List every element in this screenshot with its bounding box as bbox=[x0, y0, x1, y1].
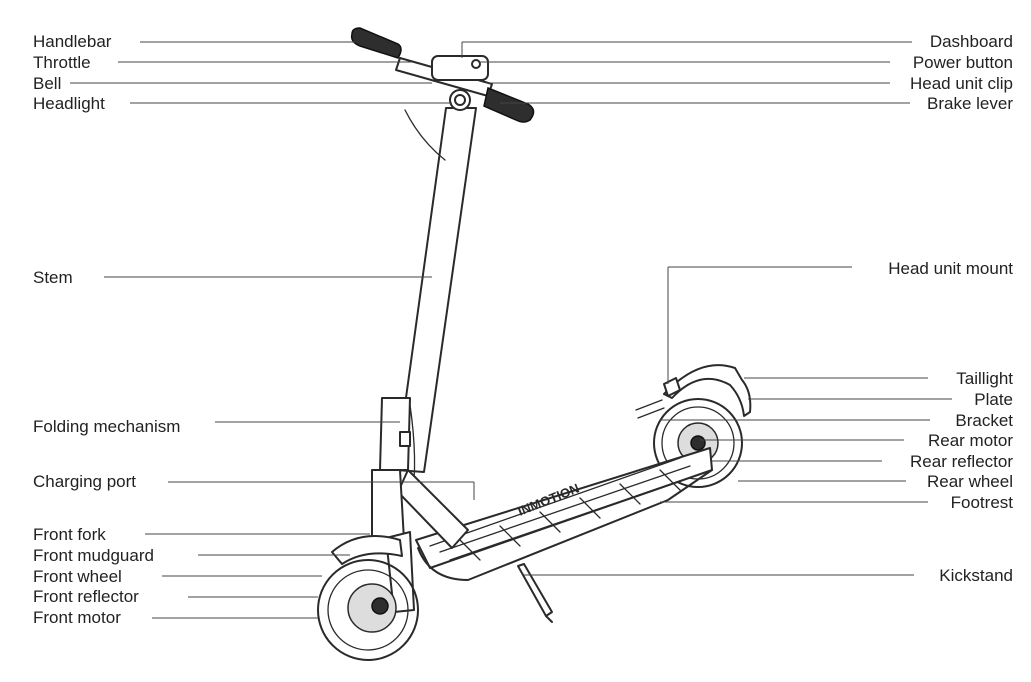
label-headlight: Headlight bbox=[33, 94, 105, 113]
kickstand-drawing bbox=[517, 563, 553, 623]
label-handlebar: Handlebar bbox=[33, 32, 112, 51]
label-front-mudguard: Front mudguard bbox=[33, 546, 154, 565]
label-front-reflector: Front reflector bbox=[33, 587, 139, 606]
front-mudguard-drawing bbox=[331, 535, 403, 565]
label-rear-wheel: Rear wheel bbox=[927, 472, 1013, 491]
label-head-unit-mount: Head unit mount bbox=[888, 259, 1013, 278]
scooter-illustration: INMOTION bbox=[317, 27, 752, 661]
label-taillight: Taillight bbox=[956, 369, 1013, 388]
label-front-motor: Front motor bbox=[33, 608, 121, 627]
handlebar-drawing bbox=[350, 27, 535, 123]
label-footrest: Footrest bbox=[951, 493, 1014, 512]
label-folding-mechanism: Folding mechanism bbox=[33, 417, 180, 436]
label-front-fork: Front fork bbox=[33, 525, 106, 544]
label-head-unit-clip: Head unit clip bbox=[910, 74, 1013, 93]
label-front-wheel: Front wheel bbox=[33, 567, 122, 586]
label-rear-motor: Rear motor bbox=[928, 431, 1013, 450]
front-wheel-drawing bbox=[317, 559, 419, 661]
rear-fender-drawing bbox=[663, 364, 752, 417]
leader-lines bbox=[70, 41, 952, 619]
label-plate: Plate bbox=[974, 390, 1013, 409]
left-labels: Handlebar Throttle Bell Headlight Stem F… bbox=[33, 32, 180, 627]
label-charging-port: Charging port bbox=[33, 472, 136, 491]
label-stem: Stem bbox=[33, 268, 73, 287]
label-bell: Bell bbox=[33, 74, 61, 93]
charging-port-drawing bbox=[399, 431, 411, 447]
label-rear-reflector: Rear reflector bbox=[910, 452, 1013, 471]
deck-drawing bbox=[415, 447, 713, 581]
right-labels: Dashboard Power button Head unit clip Br… bbox=[888, 32, 1013, 585]
label-throttle: Throttle bbox=[33, 53, 91, 72]
label-kickstand: Kickstand bbox=[939, 566, 1013, 585]
bracket-drawing bbox=[635, 399, 665, 419]
label-bracket: Bracket bbox=[955, 411, 1013, 430]
label-power-button: Power button bbox=[913, 53, 1013, 72]
label-dashboard: Dashboard bbox=[930, 32, 1013, 51]
label-brake-lever: Brake lever bbox=[927, 94, 1013, 113]
